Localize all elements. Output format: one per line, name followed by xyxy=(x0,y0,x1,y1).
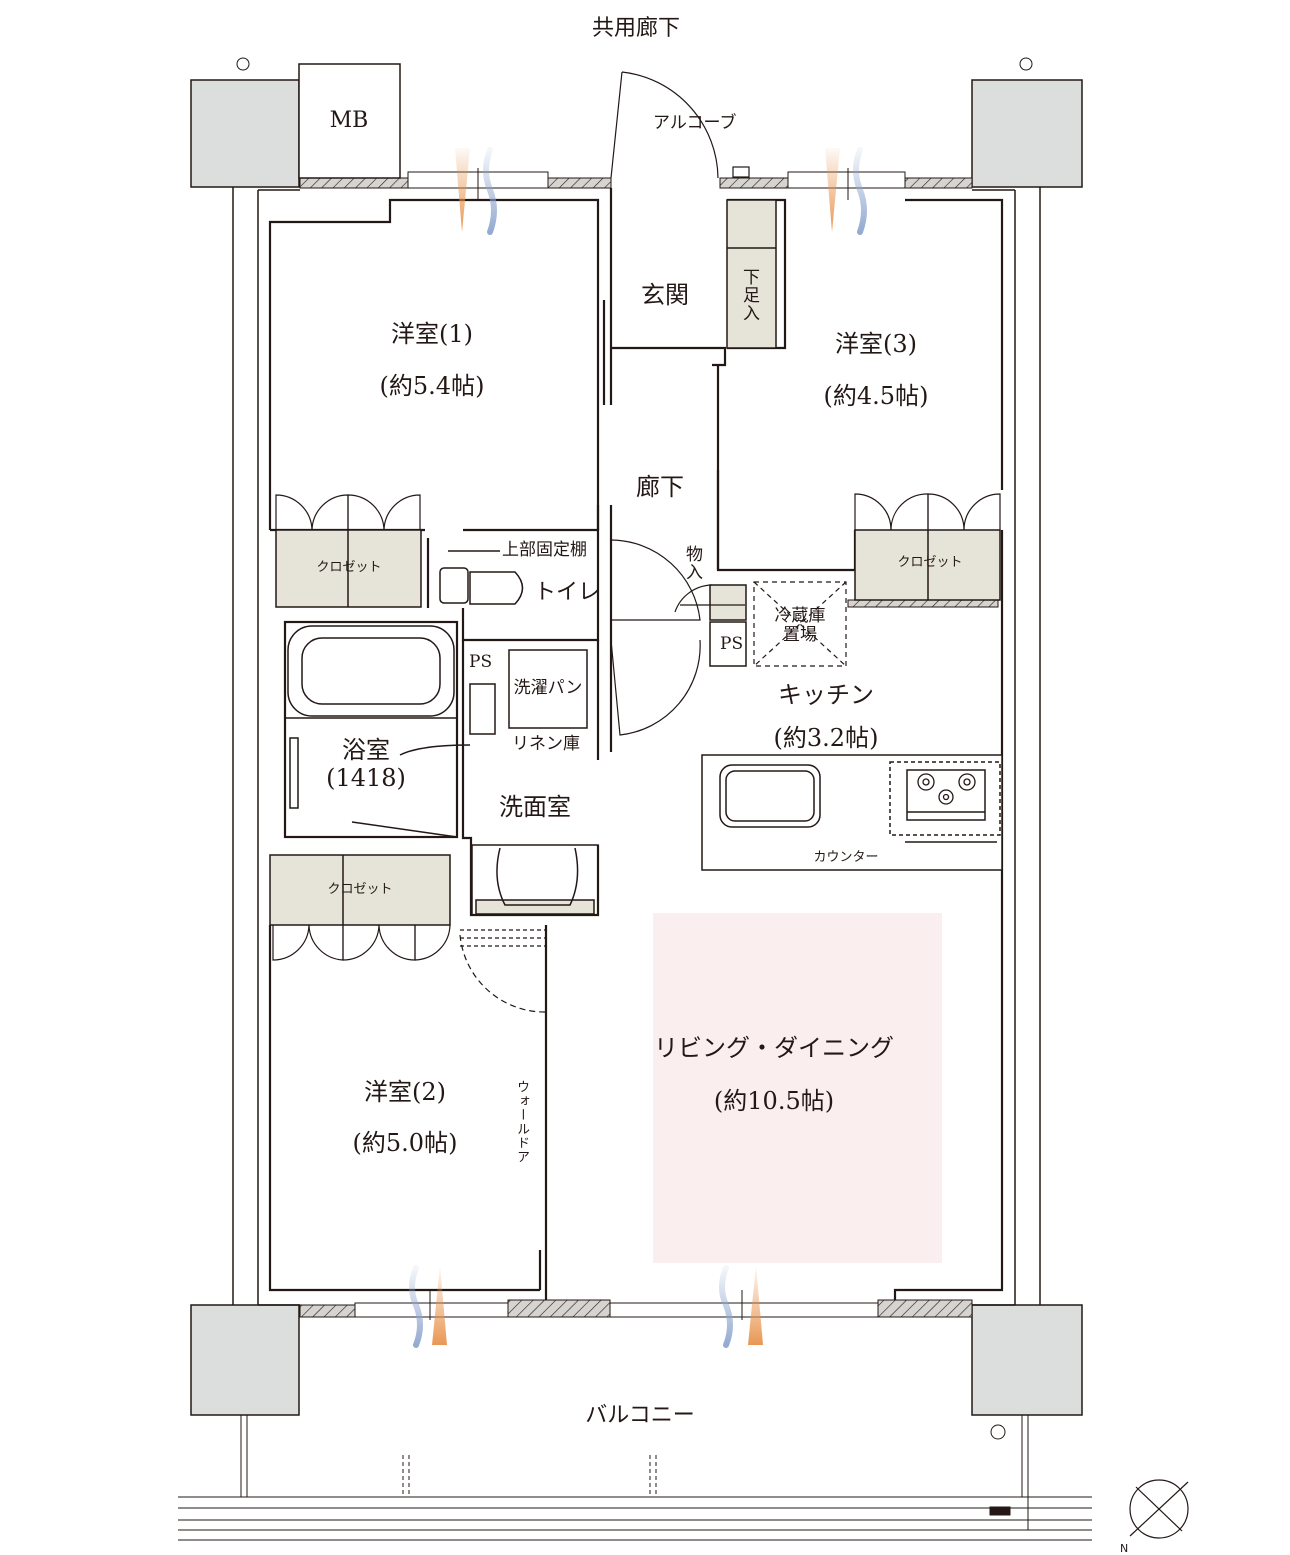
kitchen-name: キッチン xyxy=(778,681,874,709)
room-doors xyxy=(459,539,745,1013)
kitchen-counter xyxy=(701,754,1003,871)
entrance-name: 玄関 xyxy=(641,281,689,309)
alcove-label: アルコーブ xyxy=(653,113,737,133)
laundry-and-sink xyxy=(471,649,599,916)
ps-label-kitchen: PS xyxy=(720,634,744,654)
western-room-1-size: (約5.4帖) xyxy=(379,372,485,400)
western-room-3-size: (約4.5帖) xyxy=(823,382,929,410)
structural-columns xyxy=(190,79,1083,1416)
ps-label-washroom: PS xyxy=(469,652,493,672)
airflow-ticks xyxy=(429,168,849,1320)
closet-label-room3: クロゼット xyxy=(897,555,963,570)
windows xyxy=(354,171,906,1318)
toilet-name: トイレ xyxy=(533,580,601,605)
living-dining-size: (約10.5帖) xyxy=(713,1087,835,1115)
western-room-3-name: 洋室(3) xyxy=(835,330,917,358)
compass-icon: N xyxy=(1120,1479,1189,1555)
closet-doors xyxy=(272,493,1001,961)
toilet-fixture xyxy=(439,550,524,605)
laundry-pan-label: 洗濯パン xyxy=(513,678,583,698)
hallway-name: 廊下 xyxy=(636,473,684,501)
western-room-2-name: 洋室(2) xyxy=(364,1078,446,1106)
storage-label: 物入 xyxy=(682,545,702,581)
fridge-space-label-1: 冷蔵庫 xyxy=(774,606,826,626)
outer-walls xyxy=(232,187,1041,1306)
closet-label-room2: クロゼット xyxy=(327,882,393,897)
linen-storage-label: リネン庫 xyxy=(512,734,580,754)
entrance-door xyxy=(610,71,750,179)
fridge-space-label-2: 置場 xyxy=(783,625,817,645)
bathroom-size: (1418) xyxy=(326,764,406,792)
counter-label: カウンター xyxy=(813,850,879,865)
kitchen-size: (約3.2帖) xyxy=(773,724,879,752)
airflow-cool-indicators xyxy=(409,147,867,1348)
upper-shelf-label: 上部固定棚 xyxy=(502,540,587,560)
living-highlight xyxy=(653,913,942,1263)
bathroom-name: 浴室 xyxy=(342,736,390,764)
western-room-2-size: (約5.0帖) xyxy=(352,1129,458,1157)
balcony-rail xyxy=(178,57,1092,1541)
bathtub xyxy=(285,625,471,838)
balcony-label: バルコニー xyxy=(585,1403,695,1428)
living-dining-name: リビング・ダイニング xyxy=(654,1034,894,1062)
wall-door-label: ウォールドア xyxy=(514,1080,529,1164)
pipe-shafts xyxy=(469,621,747,735)
shoe-box-label: 下足入 xyxy=(739,268,759,322)
svg-text:N: N xyxy=(1120,1542,1128,1555)
closet-label-room1: クロゼット xyxy=(316,560,382,575)
airflow-indicators xyxy=(432,148,840,1345)
washroom-name: 洗面室 xyxy=(499,793,571,821)
fridge-space xyxy=(753,581,847,667)
western-room-1-name: 洋室(1) xyxy=(391,320,473,348)
stove-burners xyxy=(917,773,976,805)
common-corridor-label: 共用廊下 xyxy=(591,16,681,41)
meter-box-label: MB xyxy=(329,108,369,133)
meter-box xyxy=(298,63,401,179)
